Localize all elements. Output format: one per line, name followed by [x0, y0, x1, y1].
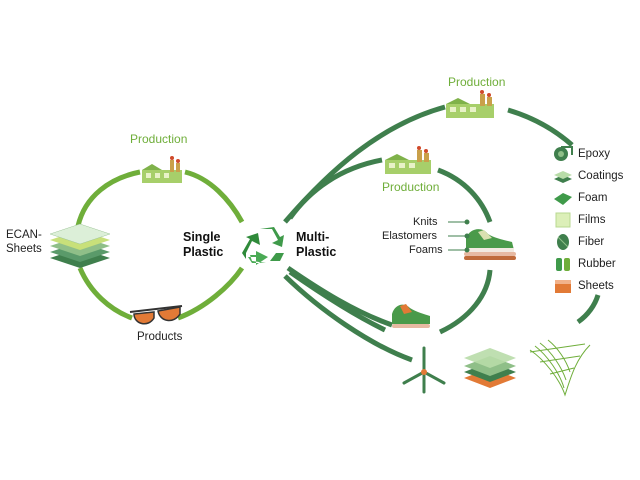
shoe-part-knits: Knits	[413, 216, 438, 228]
curve-shoe-down	[438, 269, 493, 335]
multi-plastic-label: Multi- Plastic	[296, 230, 337, 259]
rubber-icon	[556, 258, 570, 271]
shoe-part-elastomers: Elastomers	[382, 230, 438, 242]
curve-mid-to-shoe	[437, 167, 493, 223]
fiber-icon	[557, 234, 569, 250]
foam-icon	[554, 193, 572, 205]
products-label: Products	[137, 331, 183, 343]
ecan-sheets-icon	[49, 223, 111, 268]
legend-item-fiber: Fiber	[552, 233, 604, 251]
curve-to-mid-production	[287, 157, 383, 220]
curve-to-wind	[283, 274, 413, 363]
single-plastic-loop	[75, 169, 245, 321]
right-production-mid-label: Production	[382, 180, 440, 194]
wind-turbine-icon	[402, 346, 446, 394]
legend-item-foam: Foam	[552, 189, 607, 207]
ecan-sheets-label: ECAN- Sheets	[6, 229, 42, 255]
sneaker-icon-small	[392, 304, 430, 328]
legend-item-films: Films	[552, 211, 605, 229]
coatings-icon	[554, 171, 572, 183]
legend-item-rubber: Rubber	[552, 255, 616, 273]
left-production-label: Production	[130, 132, 188, 146]
legend-item-coatings: Coatings	[552, 167, 623, 185]
recycle-icon	[242, 227, 284, 265]
multi-plastic-loop	[283, 104, 601, 363]
mesh-net-icon	[529, 339, 591, 397]
factory-icon-left	[142, 156, 182, 183]
curve-legend-down	[576, 294, 601, 325]
shoe-part-pointers	[448, 219, 470, 253]
loop-arc-bottom-right	[177, 266, 245, 321]
factory-icon-top	[446, 90, 494, 118]
sneaker-icon-large	[464, 229, 516, 260]
loop-arc-top-right	[184, 169, 245, 224]
curve-top-to-legend	[507, 107, 574, 147]
loop-arc-bottom-left	[77, 266, 133, 321]
right-production-top-label: Production	[448, 75, 506, 89]
legend-item-epoxy: Epoxy	[552, 145, 610, 163]
epoxy-roll-icon	[554, 146, 573, 161]
legend-item-sheets: Sheets	[552, 277, 614, 295]
shoe-part-foams: Foams	[409, 244, 443, 256]
single-plastic-label: Single Plastic	[183, 230, 224, 259]
sunglasses-icon	[129, 305, 183, 325]
factory-icon-mid	[385, 146, 431, 174]
curve-to-small-shoe	[286, 265, 393, 328]
layered-panels-icon	[464, 348, 516, 388]
loop-arc-top-left	[75, 169, 141, 227]
curve-long-left	[288, 269, 387, 333]
films-icon	[555, 212, 571, 228]
sheets-icon	[555, 280, 571, 293]
